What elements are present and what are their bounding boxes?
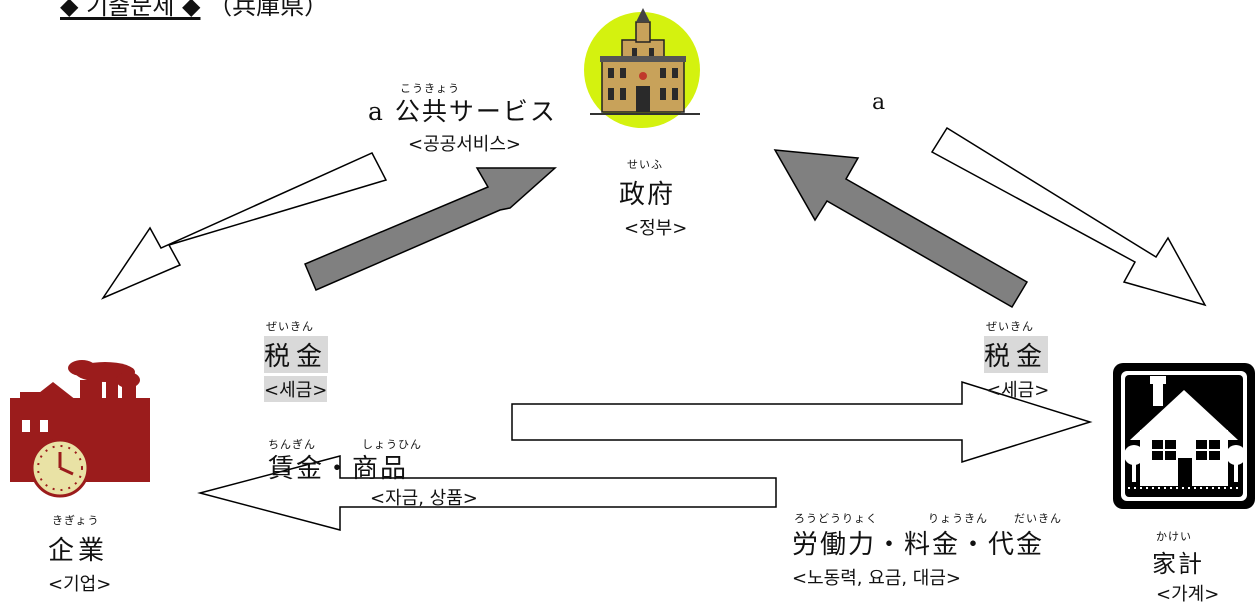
household-ruby: かけい [1156,530,1192,543]
tax-arrow-from-household [773,149,1029,309]
labor-arrow-to-company [197,455,777,531]
title-main: ◆ 기출문제 ◆ [60,0,201,20]
wage-ruby: ちんぎん [268,438,316,451]
title-prefecture: （兵庫県） [208,0,329,20]
public-service-letter: a [368,97,385,126]
company-ruby: きぎょう [52,514,100,527]
wage-goods-ko: <자금, 상품> [370,488,478,509]
public-service-text: 公共サービス [394,97,557,126]
labor-label: 労働力・料金・代金 [792,530,1045,560]
tax-right-ruby: ぜいきん [986,320,1034,333]
page-title: ◆ 기출문제 ◆ （兵庫県） [60,0,328,21]
tax-right-label: 税金 [984,336,1049,373]
public-service-label: a 公共サービス [368,92,557,128]
tax-left-ko: <세금> [264,376,328,402]
right-a-label: a [872,90,886,115]
fee-ruby: りょうきん [928,512,988,525]
company-label: 企業 [48,536,109,566]
goods-ruby: しょうひん [362,438,422,451]
public-service-ko: <공공서비스> [408,134,521,155]
factory-icon [10,360,150,498]
goods-arrow-to-household [511,380,1093,464]
labor-ko: <노동력, 요금, 대금> [792,568,961,589]
company-ko: <기업> [48,574,112,595]
tax-left-label: 税金 [264,336,329,373]
price-ruby: だいきん [1014,512,1062,525]
government-building-icon [584,8,700,128]
public-service-arrow-to-household [930,126,1207,307]
government-label: 政府 [618,180,675,210]
government-ko: <정부> [624,218,688,239]
household-label: 家計 [1152,550,1204,578]
house-icon [1113,363,1255,509]
tax-right-ko: <세금> [986,380,1050,401]
tax-left-ruby: ぜいきん [266,320,314,333]
labor-ruby: ろうどうりょく [794,512,878,525]
wage-goods-label: 賃金・商品 [268,454,409,484]
household-ko: <가계> [1156,584,1220,605]
government-ruby: せいふ [627,158,663,171]
public-service-ruby: こうきょう [400,82,460,95]
public-service-arrow-to-company [100,152,388,300]
tax-arrow-from-company [304,167,557,291]
